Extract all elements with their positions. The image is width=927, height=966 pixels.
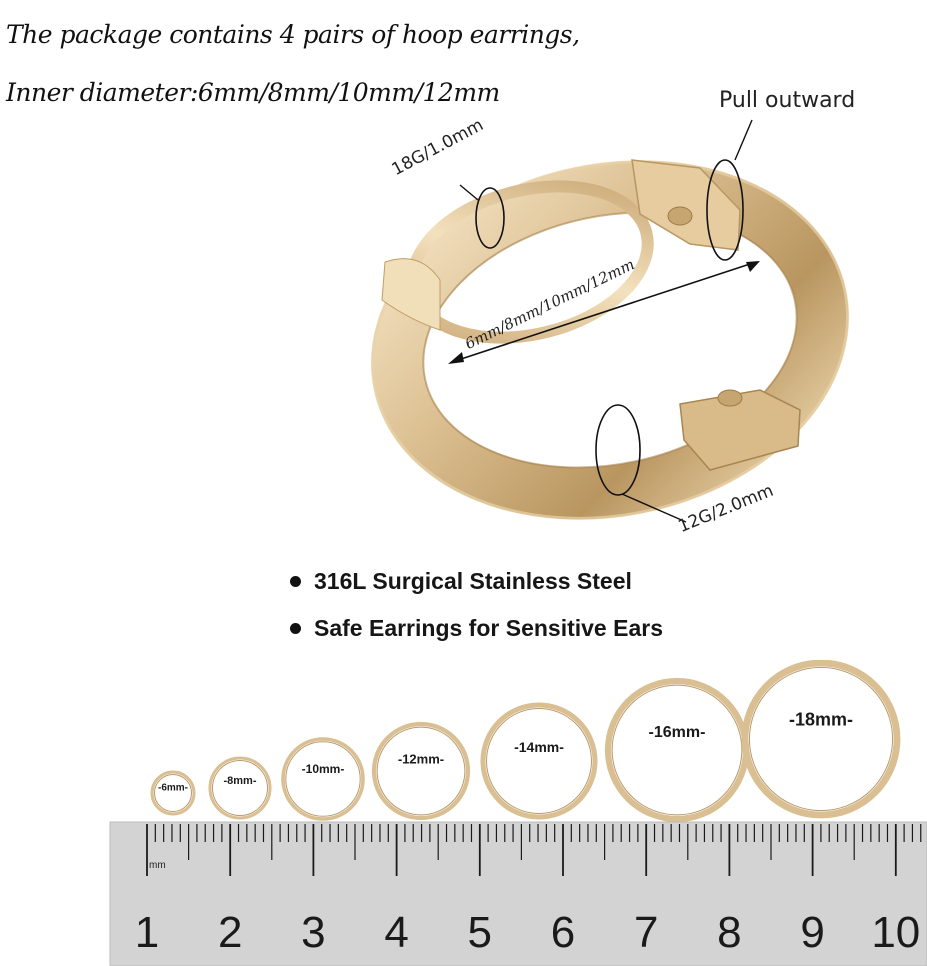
gauge-thick-callout xyxy=(595,404,641,496)
ruler-number: 10 xyxy=(871,908,921,957)
bullet-icon xyxy=(290,576,301,587)
hero-hoop-illustration xyxy=(370,119,850,523)
bullet-icon xyxy=(290,623,301,634)
ruler-number: 7 xyxy=(633,908,659,957)
ruler-number: 4 xyxy=(384,908,409,957)
size-label: -18mm- xyxy=(788,709,854,730)
size-label: -16mm- xyxy=(648,723,706,741)
size-label: -10mm- xyxy=(301,762,345,776)
size-hoop-inner-edge xyxy=(486,708,592,814)
ruler-number: 9 xyxy=(800,908,825,957)
size-hoop-inner-edge xyxy=(212,760,268,816)
ruler-body xyxy=(109,821,927,966)
size-hoop xyxy=(371,721,471,821)
ruler-number: 3 xyxy=(301,908,326,957)
ruler-number: 6 xyxy=(550,908,576,957)
size-hoop-inner-edge xyxy=(154,774,192,812)
header-line-2: Inner diameter:6mm/8mm/10mm/12mm xyxy=(6,78,500,107)
gauge-thin-callout xyxy=(475,187,505,249)
ruler-number: 1 xyxy=(134,908,160,957)
hinge-top xyxy=(631,159,741,251)
size-hoop-inner-edge xyxy=(376,726,466,816)
hinge-bottom xyxy=(679,389,801,471)
feature-item: 316L Surgical Stainless Steel xyxy=(290,568,632,595)
diameter-arrow xyxy=(451,261,757,363)
size-hoop-inner-edge xyxy=(611,684,743,816)
feature-text: 316L Surgical Stainless Steel xyxy=(314,568,632,594)
pull-outward-callout xyxy=(706,159,744,261)
size-label: -12mm- xyxy=(397,751,445,767)
size-hoop xyxy=(150,770,196,816)
size-label: -6mm- xyxy=(157,782,189,794)
size-hoop xyxy=(480,702,598,820)
ruler-unit-label: mm xyxy=(149,860,166,871)
size-hoop xyxy=(604,677,750,823)
ruler-number: 8 xyxy=(717,908,742,957)
size-hoop xyxy=(741,660,901,819)
size-hoop xyxy=(208,756,272,820)
size-hoops xyxy=(150,660,901,823)
feature-item: Safe Earrings for Sensitive Ears xyxy=(290,615,663,642)
size-hoop xyxy=(281,737,365,821)
size-hoop-inner-edge xyxy=(285,741,361,817)
feature-text: Safe Earrings for Sensitive Ears xyxy=(314,615,663,641)
hero-ring xyxy=(371,160,849,520)
header-line-1: The package contains 4 pairs of hoop ear… xyxy=(6,20,580,49)
size-label: -14mm- xyxy=(514,739,564,755)
ruler-number: 2 xyxy=(217,908,243,957)
pull-outward-label: Pull outward xyxy=(719,88,856,113)
size-label: -8mm- xyxy=(223,774,257,787)
ruler xyxy=(109,821,927,966)
size-hoop-inner-edge xyxy=(748,666,894,812)
ruler-number: 5 xyxy=(467,908,493,957)
